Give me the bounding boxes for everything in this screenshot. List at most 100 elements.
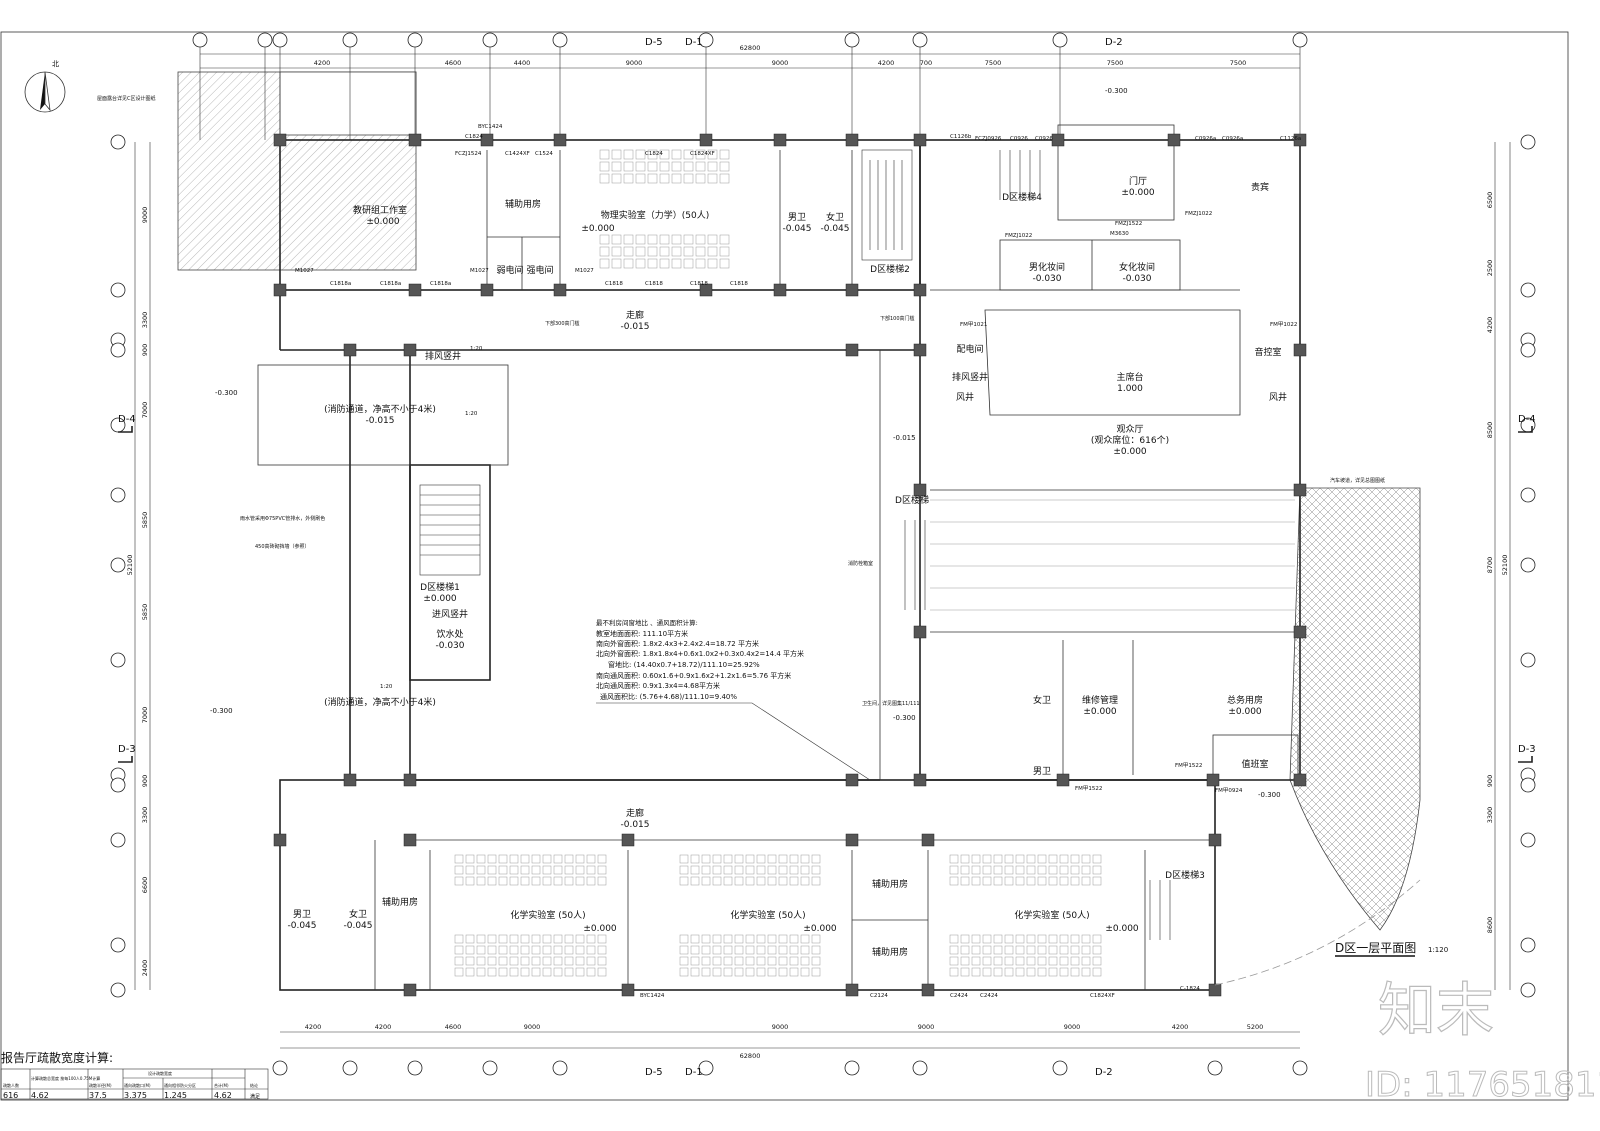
seat <box>520 865 530 875</box>
seat <box>811 945 821 955</box>
seat <box>487 956 497 966</box>
seat <box>465 934 475 944</box>
svg-text:8700: 8700 <box>1486 557 1494 574</box>
seat <box>800 967 810 977</box>
seat <box>454 934 464 944</box>
door-window-tag: C1824XF <box>1090 993 1115 999</box>
seat <box>1081 865 1091 875</box>
column <box>408 133 422 147</box>
column <box>1208 833 1222 847</box>
svg-text:计算疏散总宽度 按每100人0.75M计算: 计算疏散总宽度 按每100人0.75M计算 <box>31 1075 100 1081</box>
svg-text:下部100高门槛: 下部100高门槛 <box>880 315 915 322</box>
axis-bubble <box>1052 32 1068 48</box>
seat <box>599 161 610 172</box>
door-window-tag: FM甲0924 <box>1215 787 1243 794</box>
seat <box>707 246 718 257</box>
axis-bubble <box>844 1060 860 1076</box>
seat <box>647 258 658 269</box>
svg-text:3300: 3300 <box>141 312 149 329</box>
svg-text:消防栓箱室: 消防栓箱室 <box>848 560 873 567</box>
seat <box>586 876 596 886</box>
door-window-tag: C1818 <box>605 281 623 287</box>
door-window-tag: C1824 <box>465 134 483 140</box>
seat <box>811 854 821 864</box>
seat <box>719 173 730 184</box>
column <box>845 983 859 997</box>
svg-text:D区一层平面图: D区一层平面图 <box>1335 941 1416 955</box>
seat <box>1037 945 1047 955</box>
svg-text:北向通风面积: 0.9x1.3x4=4.68平方米: 北向通风面积: 0.9x1.3x4=4.68平方米 <box>596 681 720 690</box>
column <box>913 483 927 497</box>
seat <box>1037 934 1047 944</box>
axis-bubble <box>1520 282 1536 298</box>
door-window-tag: C1818a <box>330 281 351 287</box>
seat <box>1037 967 1047 977</box>
svg-text:南向通风面积: 0.60x1.6+0.9x1.6x2+1.2: 南向通风面积: 0.60x1.6+0.9x1.6x2+1.2x1.6=5.76 … <box>596 671 791 680</box>
door-window-tag: C1126b <box>950 134 972 140</box>
seat <box>476 956 486 966</box>
seat <box>659 161 670 172</box>
door-window-tag: FM甲1522 <box>1075 785 1102 792</box>
seat <box>949 934 959 944</box>
seat <box>1081 967 1091 977</box>
seat <box>1026 934 1036 944</box>
seat <box>647 161 658 172</box>
door-window-tag: FMZJ1022 <box>1005 233 1032 239</box>
svg-text:4600: 4600 <box>445 1023 462 1031</box>
seat <box>1015 967 1025 977</box>
column <box>1293 773 1307 787</box>
seat <box>1070 967 1080 977</box>
seat <box>982 854 992 864</box>
svg-text:男卫: 男卫 <box>293 909 311 920</box>
seat <box>599 246 610 257</box>
svg-text:音控室: 音控室 <box>1254 346 1281 358</box>
door-window-tag: FM甲1022 <box>1270 321 1297 328</box>
axis-bubble <box>407 1060 423 1076</box>
axis-bubble <box>342 32 358 48</box>
seat <box>1081 876 1091 886</box>
dim-top-segments: 4200 4600 4400 9000 9000 4200 700 7500 7… <box>314 59 1247 67</box>
seat <box>993 854 1003 864</box>
seat <box>723 876 733 886</box>
svg-text:汽车坡道，详见总图图纸: 汽车坡道，详见总图图纸 <box>1330 477 1385 484</box>
seat <box>971 876 981 886</box>
seat <box>745 956 755 966</box>
seat <box>520 876 530 886</box>
seat <box>695 246 706 257</box>
seat <box>960 854 970 864</box>
seat <box>1070 945 1080 955</box>
seat <box>1059 854 1069 864</box>
seat <box>1026 876 1036 886</box>
seat <box>465 967 475 977</box>
seat <box>778 865 788 875</box>
svg-text:±0.000: ±0.000 <box>1121 188 1155 198</box>
column <box>273 283 287 297</box>
svg-text:7500: 7500 <box>1230 59 1247 67</box>
axis-bubble <box>1520 937 1536 953</box>
axis-bubble <box>110 134 126 150</box>
svg-text:D区楼梯2: D区楼梯2 <box>870 263 910 275</box>
column <box>480 283 494 297</box>
seat <box>683 161 694 172</box>
seat <box>971 854 981 864</box>
seat <box>949 967 959 977</box>
column <box>913 133 927 147</box>
axis-bubble <box>698 1060 714 1076</box>
seat <box>476 945 486 955</box>
column <box>273 833 287 847</box>
seat <box>597 967 607 977</box>
seat <box>659 173 670 184</box>
axis-bubble <box>1520 557 1536 573</box>
svg-text:-0.045: -0.045 <box>820 224 849 234</box>
svg-text:男化妆间: 男化妆间 <box>1029 261 1065 273</box>
column <box>773 133 787 147</box>
svg-text:9000: 9000 <box>524 1023 541 1031</box>
seat <box>690 945 700 955</box>
svg-text:9000: 9000 <box>772 59 789 67</box>
seat <box>564 865 574 875</box>
axis-bubble <box>1207 1060 1223 1076</box>
seat <box>659 149 670 160</box>
seat <box>671 149 682 160</box>
seat <box>723 934 733 944</box>
seat <box>719 234 730 245</box>
